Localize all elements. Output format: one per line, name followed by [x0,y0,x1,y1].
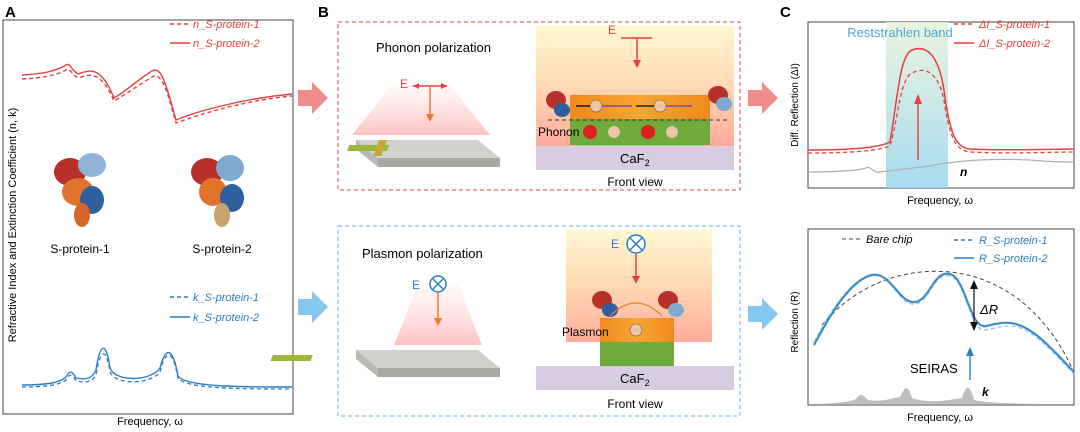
c-top-up-arrowhead [914,94,922,104]
phonon-e-arrowhead-right [441,83,447,89]
plasmon-dielectric-layer [600,342,674,366]
s-protein-2-structure [191,155,244,227]
panel-b-letter: B [318,4,329,21]
plasmon-front-view-label: Front view [607,397,663,411]
r-protein-band [812,272,1076,374]
plasmon-proteins [592,291,684,317]
k-protein-2-curve [21,347,293,388]
phonon-caf2-label: CaF2 [620,151,650,168]
bare-chip-curve [821,270,1073,369]
panel-b: B Phonon polarization E E [270,4,741,417]
k-absorption-label: k [982,385,990,399]
plasmon-chip-side [378,368,500,377]
phonon-front-e-label: E [608,23,616,37]
phonon-front-k-arrowhead [633,60,641,68]
phonon-label: Phonon [538,125,579,139]
panel-a-frame [2,19,294,415]
plasmon-e-x2 [432,278,444,290]
c-bottom-ylabel: Reflection (R) [790,291,801,352]
legend-k1-label: k_S-protein-1 [193,292,259,304]
legend-n2-label: n_S-protein-2 [193,38,260,50]
k-protein-1-curve [21,353,293,390]
legend-bare-chip-label: Bare chip [866,234,912,246]
legend-di2-label: ΔI_S-protein-2 [978,38,1050,50]
legend-n1-label: n_S-protein-1 [193,19,260,31]
phonon-caf2-substrate [536,146,734,170]
legend-r1-label: R_S-protein-1 [979,235,1047,247]
di-protein-2-curve [807,47,1075,151]
plasmon-antenna [270,355,313,361]
panel-a: A Refractive Index and Extinction Coeffi… [2,4,294,428]
n-reference-label: n [960,165,967,179]
delta-r-label: ΔR [979,302,998,317]
c-top-ylabel: Diff. Reflection (ΔI) [790,63,801,147]
arrow-b-to-c-top [748,82,778,114]
phonon-e-label: E [400,77,408,91]
r-protein-1-curve [813,274,1075,375]
phonon-antenna-cross [373,140,388,156]
panel-c-letter: C [780,4,791,21]
plasmon-box [337,225,741,417]
panel-a-letter: A [5,4,16,21]
phonon-e-arrowhead-left [413,83,419,89]
plasmon-caf2-label: CaF2 [620,371,650,388]
seiras-arrowhead [966,347,974,356]
c-bottom-xlabel: Frequency, ω [907,412,973,424]
arrow-a-to-b-top [298,82,328,114]
plasmon-front-k-arrowhead [632,276,640,284]
plasmon-charge [629,323,643,337]
plasmon-title: Plasmon polarization [362,246,483,261]
plasmon-caf2-substrate [536,366,734,390]
phonon-protein-right [708,86,732,111]
plasmon-chip-left [356,350,378,377]
phonon-chip-side [378,158,500,167]
phonon-k-arrowhead [426,114,434,122]
plasmon-near-field-arc [609,302,663,317]
plasmon-k-arrowhead [434,318,442,326]
c-top-xlabel: Frequency, ω [907,195,973,207]
panel-c: C Reststrahlen band Diff. Reflection (ΔI… [780,4,1076,424]
plasmon-label: Plasmon [562,325,609,339]
n-protein-2-curve [21,63,293,121]
phonon-title: Phonon polarization [376,40,491,55]
s-protein-2-label: S-protein-2 [192,242,252,256]
phonon-protein-left [546,91,570,117]
s-protein-1-label: S-protein-1 [50,242,110,256]
s-protein-1-structure [54,153,106,227]
phonon-chip-top [356,140,500,158]
plasmon-front-e-label: E [611,237,619,251]
delta-r-arrowhead-down [970,322,978,331]
r-protein-2-curve [813,273,1075,373]
k-absorption-fill [808,387,1074,404]
c-bottom-frame [807,228,1075,406]
phonon-box [337,21,741,191]
legend-k2-label: k_S-protein-2 [193,312,259,324]
plasmon-chip-top [356,350,500,368]
plasmon-e-label: E [412,278,420,292]
reststrahlen-band-label: Reststrahlen band [847,25,953,40]
panel-a-xlabel: Frequency, ω [117,416,183,428]
legend-di1-label: ΔI_S-protein-1 [978,19,1050,31]
phonon-charges [576,99,692,139]
plasmon-front-e-x2 [629,237,643,251]
seiras-label: SEIRAS [910,361,958,376]
legend-r2-label: R_S-protein-2 [979,253,1047,265]
panel-a-ylabel: Refractive Index and Extinction Coeffici… [7,108,19,343]
n-protein-1-curve [21,68,293,124]
phonon-front-view-label: Front view [607,175,663,189]
arrow-b-to-c-bottom [748,298,778,330]
arrow-a-to-b-bottom [298,291,328,323]
n-reference-curve [807,158,1075,173]
di-protein-1-curve [807,69,1075,154]
delta-r-arrowhead-up [970,280,978,289]
phonon-beam [352,85,490,135]
